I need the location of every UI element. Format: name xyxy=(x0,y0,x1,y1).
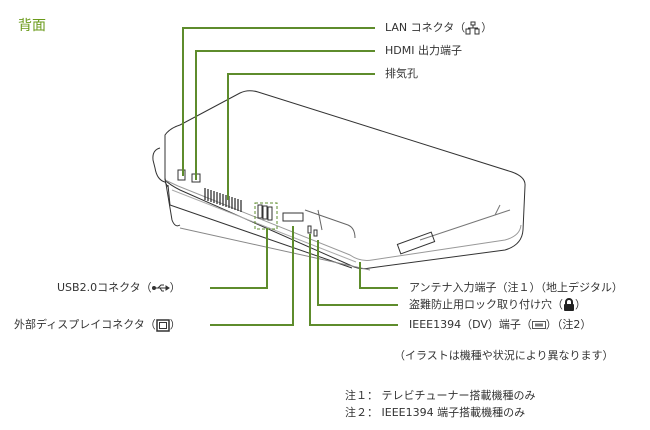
usb-highlight xyxy=(254,202,278,230)
footnote-1: 注１： テレビチューナー搭載機種のみ xyxy=(345,389,536,402)
lock-icon xyxy=(564,298,574,311)
network-icon xyxy=(465,21,480,35)
monitor-icon xyxy=(156,318,170,332)
hdmi-label: HDMI 出力端子 xyxy=(385,44,462,57)
antenna-input-label: アンテナ入力端子（注１）（地上デジタル） xyxy=(409,281,623,294)
ieee1394-icon xyxy=(531,321,546,329)
ports xyxy=(177,169,318,237)
ieee1394-label: IEEE1394（DV）端子（）（注2） xyxy=(409,318,592,331)
external-display-label: 外部ディスプレイコネクタ（） xyxy=(14,318,181,332)
footnote-2: 注２： IEEE1394 端子搭載機種のみ xyxy=(345,406,526,419)
leader-lines xyxy=(182,27,398,326)
laptop-outline xyxy=(152,90,526,271)
security-lock-slot-label: 盗難防止用ロック取り付け穴（） xyxy=(409,298,586,311)
usb-icon xyxy=(151,284,170,292)
illustration-caption: （イラストは機種や状況により異なります） xyxy=(394,349,614,362)
section-title: 背面 xyxy=(18,18,46,34)
usb-connector-label: USB2.0コネクタ（） xyxy=(57,281,181,294)
vent-label: 排気孔 xyxy=(385,67,418,80)
lan-connector-label: LAN コネクタ（） xyxy=(385,21,493,35)
